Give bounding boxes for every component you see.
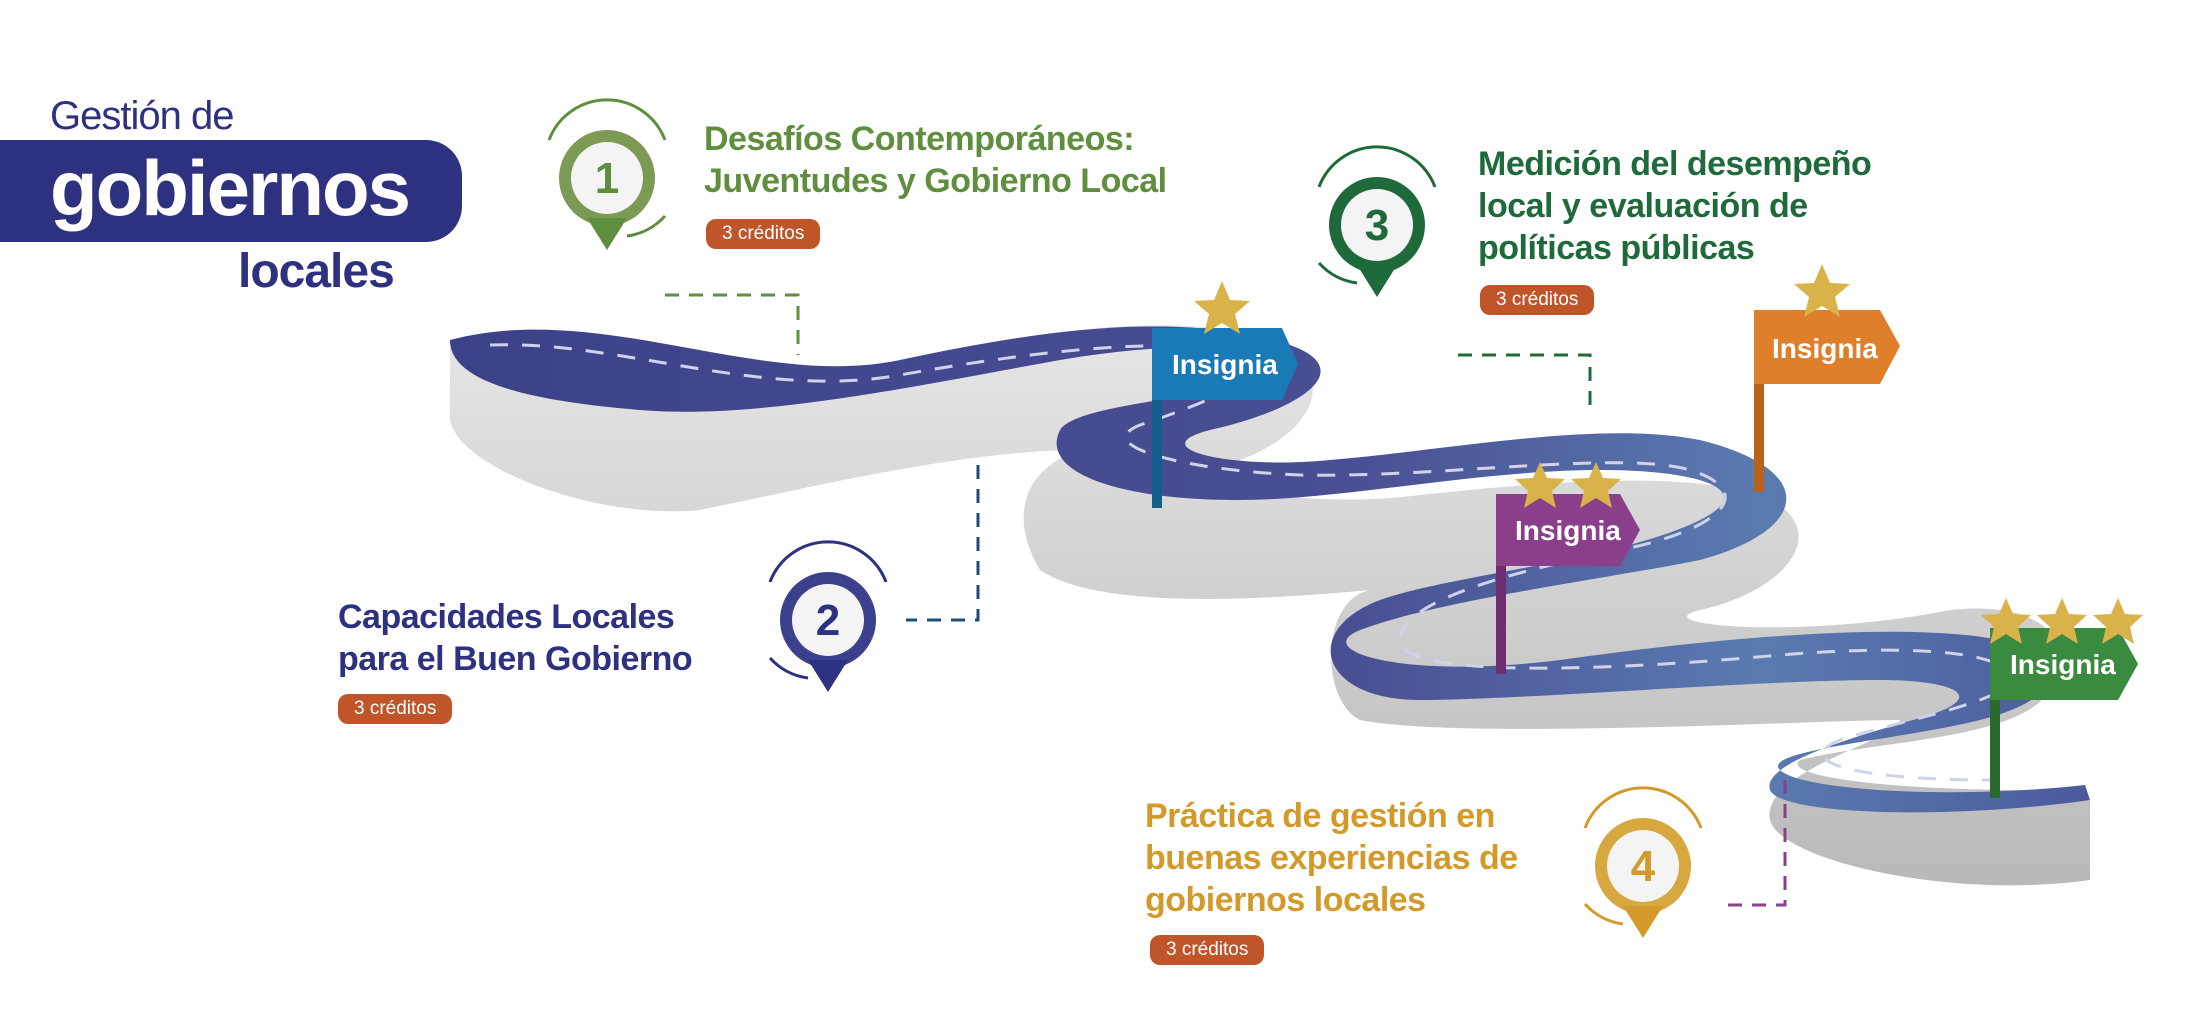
connector-3 (1458, 353, 1592, 415)
badge-flag-4: Insignia (1981, 598, 2143, 798)
pin-4-number: 4 (1631, 842, 1656, 891)
star-icon (2037, 598, 2087, 644)
badge-3-label: Insignia (1772, 333, 1878, 364)
badge-flag-1: Insignia (1152, 281, 1298, 508)
title-line-1: Gestión de (50, 94, 234, 138)
title-band (0, 140, 462, 242)
star-icon (2093, 598, 2143, 644)
course-4-title: Práctica de gestión en buenas experienci… (1145, 797, 1518, 919)
course-2-credits: 3 créditos (338, 694, 453, 724)
badge-flag-2: Insignia (1496, 462, 1640, 674)
course-3-title: Medición del desempeño local y evaluació… (1478, 145, 1872, 267)
road-side-wall (450, 325, 2090, 886)
course-2-title: Capacidades Locales para el Buen Gobiern… (338, 598, 693, 678)
pin-3: 3 (1317, 145, 1437, 297)
title-line-3: locales (238, 245, 395, 298)
pin-4: 4 (1583, 786, 1703, 938)
title-line-2: gobiernos (50, 144, 411, 232)
course-1-credits: 3 créditos (706, 219, 821, 249)
course-3-credits: 3 créditos (1480, 285, 1595, 315)
pin-3-number: 3 (1365, 201, 1389, 250)
star-icon (1981, 598, 2031, 644)
star-icon (1194, 281, 1250, 334)
badge-1-label: Insignia (1172, 349, 1278, 380)
pin-1-number: 1 (595, 154, 619, 203)
star-icon (1794, 264, 1850, 317)
badge-flag-3: Insignia (1754, 264, 1900, 492)
pin-2-number: 2 (816, 596, 840, 645)
course-1-title: Desafíos Contemporáneos: Juventudes y Go… (704, 120, 1167, 200)
connector-4 (1722, 780, 1787, 907)
pin-1: 1 (547, 98, 667, 250)
badge-4-label: Insignia (2010, 649, 2116, 680)
star-icon (1515, 462, 1565, 508)
connector-2 (906, 465, 980, 622)
pin-2: 2 (768, 540, 888, 692)
course-4-credits: 3 créditos (1150, 935, 1265, 965)
star-icon (1571, 462, 1621, 508)
badge-2-label: Insignia (1515, 515, 1621, 546)
connector-1 (665, 293, 800, 355)
road-surface (450, 326, 2090, 813)
